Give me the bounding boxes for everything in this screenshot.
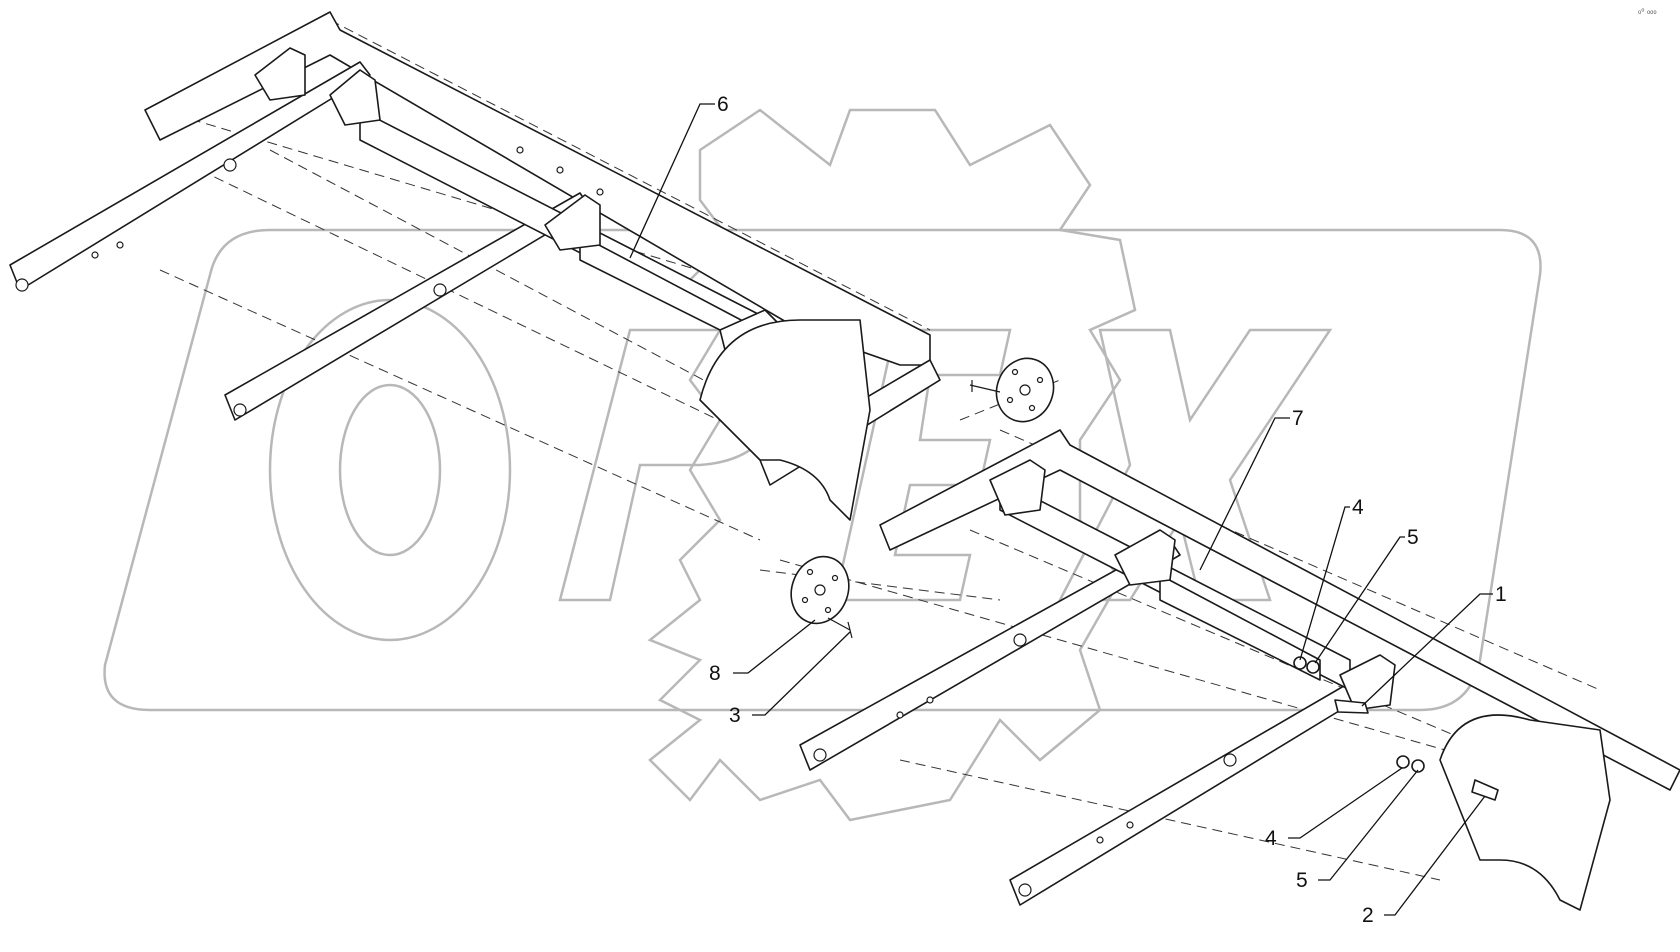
hardware-parts	[790, 357, 1499, 801]
nut-4-upper	[1293, 656, 1307, 670]
washer-5-lower	[1411, 759, 1425, 773]
lower-frame-assembly	[799, 429, 1680, 911]
callout-5-upper: 5	[1407, 526, 1419, 549]
nut-4-lower	[1396, 755, 1410, 769]
callout-labels: 6 7 4 5 1 8 3 4 5 2	[709, 93, 1507, 927]
callout-2: 2	[1362, 904, 1374, 927]
callout-1: 1	[1495, 583, 1507, 606]
watermark-gear	[647, 108, 1137, 822]
washer-5-upper	[1306, 660, 1320, 674]
screw-3	[827, 617, 853, 639]
callout-6: 6	[717, 93, 729, 116]
callout-4-lower: 4	[1265, 827, 1277, 850]
cover-disc-8	[790, 555, 850, 625]
callout-leaders	[629, 103, 1493, 916]
callout-3: 3	[729, 704, 741, 727]
callout-4-upper: 4	[1352, 496, 1364, 519]
callout-5-lower: 5	[1296, 869, 1308, 892]
bolt-2	[1471, 779, 1499, 801]
bolt-1	[1334, 699, 1369, 714]
corner-mark: ₀⁰ ₀₀₀	[1638, 7, 1657, 16]
callout-8: 8	[709, 662, 721, 685]
cover-disc-upper	[969, 357, 1055, 423]
callout-7: 7	[1292, 407, 1304, 430]
upper-frame-assembly	[9, 11, 941, 521]
